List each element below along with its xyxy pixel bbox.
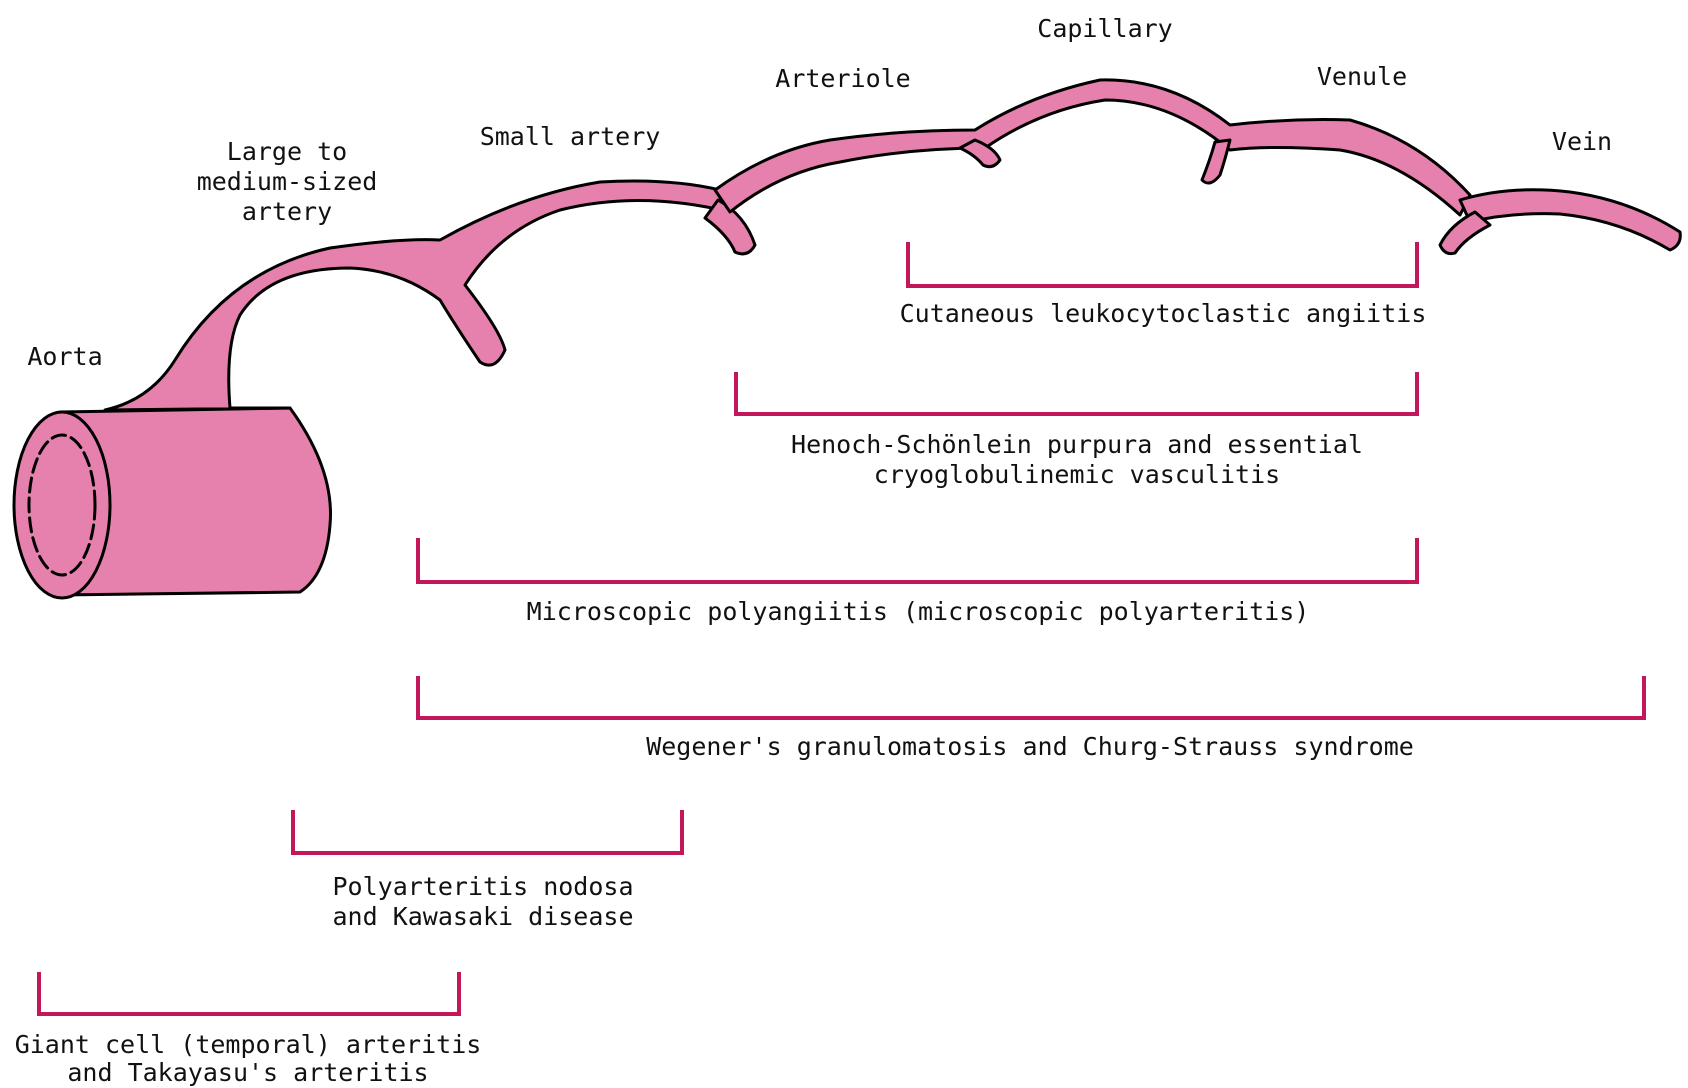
disease-henoch-line1: Henoch-Schönlein purpura and essential — [791, 430, 1363, 459]
capillary-stub — [958, 138, 1002, 169]
disease-labels: Cutaneous leukocytoclastic angiitis Heno… — [15, 299, 1427, 1087]
bracket-cutaneous — [906, 242, 1419, 288]
label-capillary: Capillary — [1037, 14, 1172, 43]
venule-stub — [1200, 138, 1232, 185]
disease-giant-cell-line2: and Takayasu's arteritis — [67, 1058, 428, 1087]
bracket-giant-cell — [37, 972, 461, 1016]
large-artery-trunk — [103, 179, 732, 412]
aorta-body — [58, 406, 332, 597]
label-venule: Venule — [1317, 62, 1407, 91]
label-large-artery-line2: medium-sized — [197, 167, 378, 196]
disease-giant-cell-line1: Giant cell (temporal) arteritis — [15, 1030, 482, 1059]
bracket-wegener — [416, 676, 1646, 720]
disease-polyarteritis-line2: and Kawasaki disease — [332, 902, 633, 931]
bracket-henoch — [734, 372, 1419, 416]
disease-microscopic: Microscopic polyangiitis (microscopic po… — [527, 597, 1310, 626]
bracket-polyarteritis — [291, 810, 684, 855]
disease-cutaneous: Cutaneous leukocytoclastic angiitis — [900, 299, 1427, 328]
disease-henoch-line2: cryoglobulinemic vasculitis — [874, 460, 1280, 489]
disease-brackets — [37, 242, 1646, 1016]
vessel-labels: Aorta Large to medium-sized artery Small… — [27, 14, 1612, 371]
label-large-artery-line3: artery — [242, 197, 332, 226]
aorta-inner-face — [27, 433, 97, 577]
label-aorta: Aorta — [27, 342, 102, 371]
disease-polyarteritis-line1: Polyarteritis nodosa — [332, 872, 633, 901]
arteriole-stub — [703, 198, 757, 256]
bracket-microscopic — [416, 538, 1419, 584]
vein-stub — [1438, 210, 1492, 256]
label-arteriole: Arteriole — [775, 64, 910, 93]
arteriole-segment — [713, 78, 1472, 217]
vein-segment — [1458, 188, 1682, 252]
disease-wegener: Wegener's granulomatosis and Churg-Strau… — [646, 732, 1414, 761]
label-large-artery-line1: Large to — [227, 137, 347, 166]
label-vein: Vein — [1552, 127, 1612, 156]
label-small-artery: Small artery — [480, 122, 661, 151]
vessel-tree — [12, 78, 1682, 600]
